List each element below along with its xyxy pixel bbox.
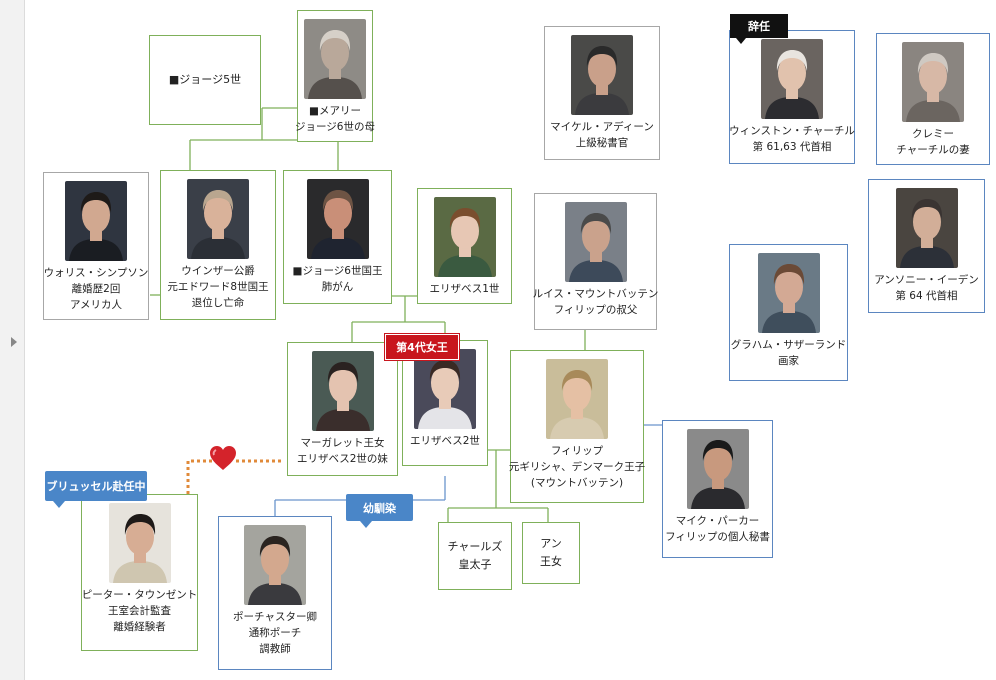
- portrait-photo: [304, 19, 366, 99]
- person-name: マイケル・アディーン: [550, 121, 654, 133]
- node-simpson[interactable]: ウォリス・シンプソン離婚歴2回アメリカ人: [43, 172, 149, 320]
- person-note: 肺がん: [321, 281, 354, 293]
- person-name: チャールズ: [447, 540, 503, 553]
- portrait-photo: [65, 181, 127, 261]
- node-townsend[interactable]: ピーター・タウンゼント王室会計監査離婚経験者: [81, 494, 198, 651]
- portrait-photo: [546, 359, 608, 439]
- person-note: 離婚経験者: [113, 621, 166, 633]
- person-note: 王室会計監査: [108, 605, 171, 617]
- person-note: 元エドワード8世国王: [167, 281, 269, 293]
- node-parker[interactable]: マイク・パーカーフィリップの個人秘書: [662, 420, 773, 558]
- person-name: ポーチャスター卿: [233, 611, 317, 623]
- portrait-photo: [187, 179, 249, 259]
- childhood-friend-badge: 幼馴染: [346, 494, 413, 528]
- person-note: 離婚歴2回: [71, 283, 121, 295]
- person-note: 元ギリシャ、デンマーク王子: [508, 461, 646, 473]
- person-name: ウォリス・シンプソン: [43, 267, 149, 279]
- person-note: フィリップの個人秘書: [665, 531, 770, 543]
- fourth-queen-badge: 第4代女王: [385, 334, 459, 360]
- person-name: クレミー: [912, 128, 954, 140]
- node-george5[interactable]: ■ジョージ5世: [149, 35, 261, 125]
- portrait-photo: [686, 429, 749, 509]
- node-elizabeth1[interactable]: エリザベス1世: [417, 188, 512, 304]
- arrow-right-icon[interactable]: [11, 337, 17, 347]
- node-churchill[interactable]: ウィンストン・チャーチル第 61,63 代首相: [729, 30, 855, 164]
- portrait-photo: [895, 188, 958, 268]
- person-name: ■メアリー: [309, 105, 361, 117]
- person-note: (マウントバッテン): [530, 477, 624, 489]
- person-name: マーガレット王女: [300, 437, 385, 449]
- person-note: アメリカ人: [70, 299, 122, 311]
- node-charles[interactable]: チャールズ皇太子: [438, 522, 512, 590]
- portrait-photo: [414, 349, 476, 429]
- portrait-photo: [902, 42, 964, 122]
- portrait-photo: [244, 525, 306, 605]
- node-anne[interactable]: アン王女: [522, 522, 580, 584]
- person-note: ジョージ6世の母: [295, 121, 375, 133]
- portrait-photo: [433, 197, 496, 277]
- person-note: チャーチルの妻: [896, 144, 970, 156]
- person-name: フィリップ: [550, 445, 604, 457]
- person-name: ルイス・マウントバッテン: [532, 288, 659, 300]
- node-sutherland[interactable]: グラハム・サザーランド画家: [729, 244, 848, 381]
- node-mountbatten[interactable]: ルイス・マウントバッテンフィリップの叔父: [532, 193, 659, 330]
- person-note: 通称ポーチ: [248, 627, 302, 639]
- portrait-photo: [761, 39, 823, 119]
- node-clemmie[interactable]: クレミーチャーチルの妻: [876, 33, 990, 165]
- node-george6[interactable]: ■ジョージ6世国王肺がん: [283, 170, 392, 304]
- portrait-photo: [108, 503, 171, 583]
- person-name: ウインザー公爵: [181, 265, 255, 277]
- person-note: 調教師: [259, 643, 291, 655]
- person-note: 王女: [540, 555, 562, 568]
- portrait-photo: [571, 35, 633, 115]
- person-name: ■ジョージ6世国王: [292, 265, 383, 277]
- resigned-badge: 辞任: [730, 14, 788, 44]
- node-mary[interactable]: ■メアリージョージ6世の母: [295, 10, 375, 142]
- brussels-badge: ブリュッセル赴任中: [45, 471, 147, 508]
- left-panel-strip: [0, 0, 25, 680]
- node-eden[interactable]: アンソニー・イーデン第 64 代首相: [868, 179, 985, 313]
- portrait-photo: [311, 351, 374, 431]
- person-name: ピーター・タウンゼント: [81, 589, 198, 601]
- person-name: アンソニー・イーデン: [874, 274, 979, 286]
- node-porchester[interactable]: ポーチャスター卿通称ポーチ調教師: [218, 516, 332, 670]
- heart-icon: [210, 446, 236, 470]
- person-name: マイク・パーカー: [675, 515, 760, 527]
- person-name: ■ジョージ5世: [168, 73, 242, 86]
- person-note: フィリップの叔父: [553, 304, 638, 316]
- person-name: エリザベス1世: [429, 283, 500, 295]
- person-note: 上級秘書官: [575, 137, 629, 149]
- person-name: エリザベス2世: [410, 435, 480, 447]
- node-philip[interactable]: フィリップ元ギリシャ、デンマーク王子 (マウントバッテン): [508, 350, 646, 503]
- person-note: エリザベス2世の妹: [297, 453, 388, 465]
- person-name: アン: [540, 537, 562, 550]
- node-adeane[interactable]: マイケル・アディーン上級秘書官: [544, 26, 660, 160]
- portrait-photo: [306, 179, 369, 259]
- person-name: ウィンストン・チャーチル: [729, 125, 855, 137]
- person-note: 第 64 代首相: [895, 290, 958, 302]
- person-note: 第 61,63 代首相: [752, 141, 832, 153]
- portrait-photo: [757, 253, 820, 333]
- person-note: 画家: [778, 355, 799, 367]
- portrait-photo: [564, 202, 627, 282]
- person-name: グラハム・サザーランド: [730, 339, 847, 351]
- person-note: 退位し亡命: [191, 297, 245, 309]
- person-note: 皇太子: [458, 558, 492, 571]
- node-elizabeth2[interactable]: エリザベス2世: [402, 340, 488, 466]
- node-windsor[interactable]: ウインザー公爵元エドワード8世国王退位し亡命: [160, 170, 276, 320]
- node-margaret[interactable]: マーガレット王女エリザベス2世の妹: [287, 342, 398, 476]
